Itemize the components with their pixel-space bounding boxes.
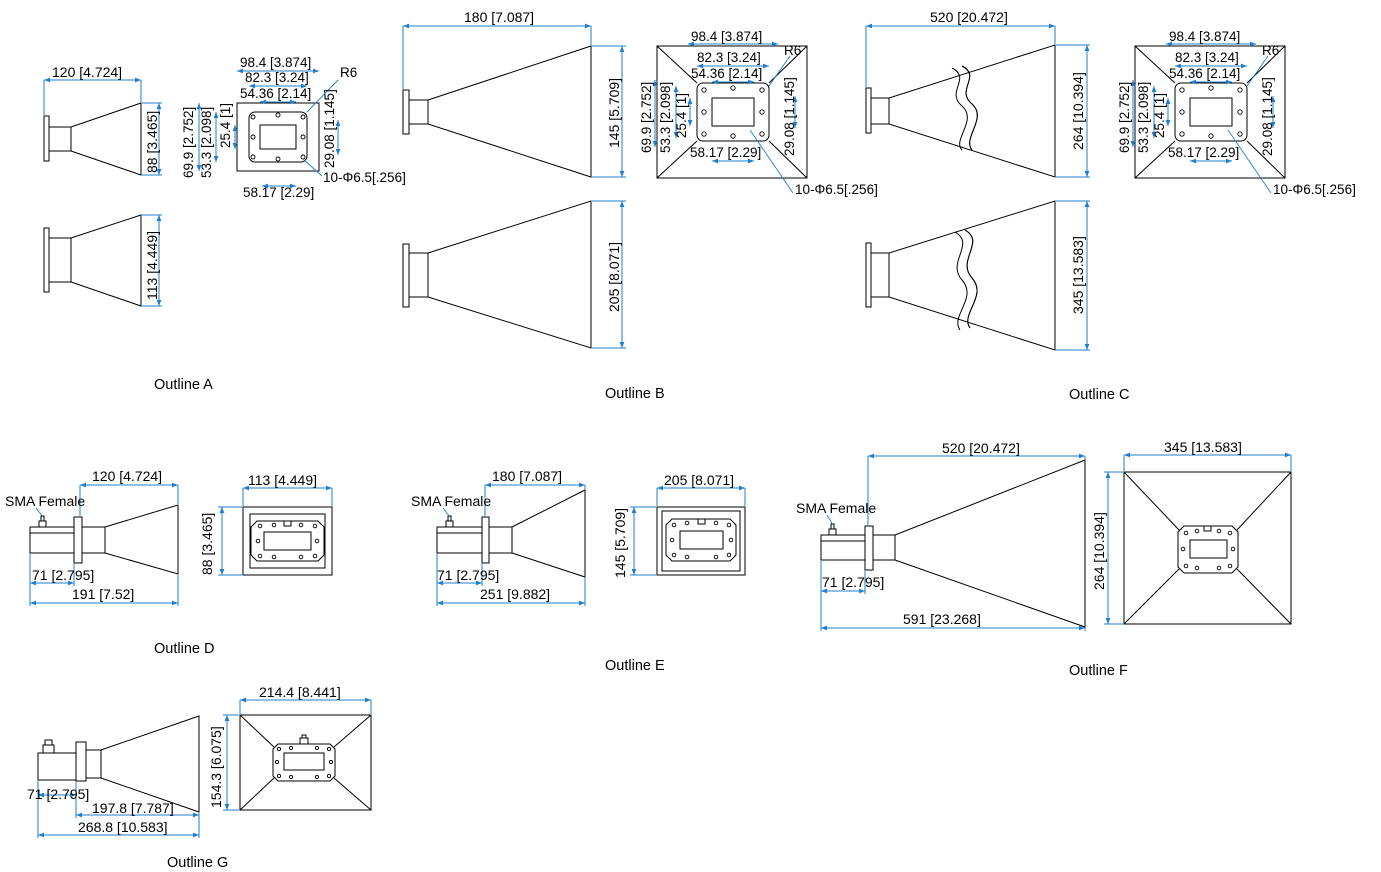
outline-e-connector: SMA Female	[411, 493, 491, 509]
outline-c-length: 520 [20.472]	[930, 9, 1008, 25]
outline-e-total-length: 251 [9.882]	[480, 586, 550, 602]
outline-b-flange-holes: 10-Φ6.5[.256]	[795, 182, 878, 197]
outline-c-height-bottom: 345 [13.583]	[1070, 236, 1086, 314]
outline-g-adapter-length: 71 [2.795]	[27, 786, 89, 802]
outline-a-flange-h-outer: 69.9 [2.752]	[181, 107, 196, 178]
outline-a-caption: Outline A	[154, 377, 213, 393]
outline-d: 120 [4.724] SMA Female 71 [2.795] 191 [7…	[5, 468, 333, 657]
outline-b-flange-radius: R6	[784, 43, 801, 58]
outline-g-front-view: 214.4 [8.441] 154.3 [6.075]	[208, 684, 372, 811]
outline-g-side-view: 71 [2.795] 197.8 [7.787] 268.8 [10.583]	[27, 715, 200, 838]
outline-a-side-view-small: 120 [4.724] 88 [3.465]	[43, 64, 162, 176]
outline-d-caption: Outline D	[154, 641, 214, 657]
outline-c-side-view-small: 520 [20.472] 264 [10.394]	[865, 9, 1090, 178]
outline-b-flange-h-right: 29.08 [1.145]	[782, 77, 797, 156]
outline-c-flange-radius: R6	[1262, 43, 1279, 58]
outline-c: 520 [20.472] 264 [10.394] 345 [13.583]	[865, 9, 1356, 403]
outline-b-flange-h-inner: 25.4 [1]	[674, 93, 689, 138]
outline-d-aperture-width: 113 [4.449]	[248, 472, 317, 488]
outline-c-flange-w-outer: 98.4 [3.874]	[1169, 29, 1240, 44]
outline-a: 120 [4.724] 88 [3.465] 113 [4.449]	[43, 55, 406, 393]
outline-f-caption: Outline F	[1069, 663, 1128, 679]
outline-b-length: 180 [7.087]	[464, 9, 534, 25]
outline-b-flange-w-mid: 82.3 [3.24]	[697, 50, 761, 65]
outline-g-horn-length: 197.8 [7.787]	[92, 800, 174, 816]
outline-e-adapter-length: 71 [2.795]	[437, 567, 499, 583]
outline-e-front-view: 205 [8.071] 145 [5.709]	[612, 472, 746, 578]
outline-f-horn-length: 520 [20.472]	[942, 440, 1020, 456]
outline-d-front-view: 113 [4.449] 88 [3.465]	[199, 472, 333, 576]
outline-c-flange: 98.4 [3.874] 82.3 [3.24] 54.36 [2.14] R6…	[1117, 29, 1356, 197]
outline-e-horn-length: 180 [7.087]	[492, 468, 562, 484]
outline-b-flange-h-outer: 69.9 [2.752]	[639, 82, 654, 153]
outline-d-horn-length: 120 [4.724]	[92, 468, 162, 484]
outline-c-flange-h-inner: 25.4 [1]	[1152, 93, 1167, 138]
outline-c-flange-holes: 10-Φ6.5[.256]	[1273, 182, 1356, 197]
outline-c-flange-h-right: 29.08 [1.145]	[1260, 77, 1275, 156]
outline-a-flange-radius: R6	[340, 65, 357, 80]
outline-e-side-view: 180 [7.087] SMA Female 71 [2.795] 251 [9…	[411, 468, 586, 606]
outline-f-aperture-height: 264 [10.394]	[1091, 512, 1107, 590]
outline-f-total-length: 591 [23.268]	[903, 611, 981, 627]
outline-b-side-view-large: 205 [8.071]	[402, 200, 626, 349]
outline-f-adapter-length: 71 [2.795]	[822, 574, 884, 590]
outline-a-flange-h-right: 29.08 [1.145]	[322, 89, 337, 168]
outline-g-caption: Outline G	[167, 855, 228, 871]
outline-e: 180 [7.087] SMA Female 71 [2.795] 251 [9…	[411, 468, 746, 674]
outline-c-caption: Outline C	[1069, 387, 1129, 403]
outline-b-side-view-small: 180 [7.087] 145 [5.709]	[402, 9, 626, 178]
outline-g-aperture-height: 154.3 [6.075]	[208, 726, 224, 808]
outline-a-flange-w-mid: 82.3 [3.24]	[245, 70, 309, 85]
outline-a-flange: 98.4 [3.874] 82.3 [3.24] 54.36 [2.14] R6…	[181, 55, 406, 200]
outline-c-flange-w-mid: 82.3 [3.24]	[1175, 50, 1239, 65]
outline-d-adapter-length: 71 [2.795]	[32, 567, 94, 583]
outline-d-connector: SMA Female	[5, 493, 85, 509]
outline-d-aperture-height: 88 [3.465]	[199, 513, 215, 575]
outline-a-flange-w-outer: 98.4 [3.874]	[240, 55, 311, 70]
outline-b-height-bottom: 205 [8.071]	[606, 242, 622, 312]
outline-c-flange-w-bottom: 58.17 [2.29]	[1168, 145, 1239, 160]
outline-a-flange-w-bottom: 58.17 [2.29]	[243, 185, 314, 200]
outline-b-flange-w-bottom: 58.17 [2.29]	[690, 145, 761, 160]
outline-e-aperture-width: 205 [8.071]	[664, 472, 734, 488]
outline-e-aperture-height: 145 [5.709]	[612, 508, 628, 578]
outline-f-side-view: 520 [20.472] SMA Female 71 [2.795] 591 […	[796, 440, 1086, 631]
outline-c-flange-w-inner: 54.36 [2.14]	[1169, 66, 1240, 81]
outline-g: 71 [2.795] 197.8 [7.787] 268.8 [10.583] …	[27, 684, 372, 871]
outline-b-caption: Outline B	[605, 386, 665, 402]
outline-f: 520 [20.472] SMA Female 71 [2.795] 591 […	[796, 439, 1292, 679]
outline-a-side-view-large: 113 [4.449]	[43, 214, 162, 307]
outline-a-flange-h-inner: 25.4 [1]	[218, 103, 233, 148]
outline-b-flange-w-outer: 98.4 [3.874]	[691, 29, 762, 44]
outline-b-flange: 98.4 [3.874] 82.3 [3.24] 54.36 [2.14] R6…	[639, 29, 878, 197]
outline-b: 180 [7.087] 145 [5.709] 205 [8.071]	[402, 9, 878, 402]
outline-c-side-view-large: 345 [13.583]	[865, 200, 1090, 351]
outline-a-length: 120 [4.724]	[52, 64, 122, 80]
outline-b-flange-w-inner: 54.36 [2.14]	[691, 66, 762, 81]
outline-g-aperture-width: 214.4 [8.441]	[259, 684, 341, 700]
outline-a-height-bottom: 113 [4.449]	[144, 231, 160, 300]
outline-c-height-top: 264 [10.394]	[1070, 72, 1086, 150]
outline-f-connector: SMA Female	[796, 500, 876, 516]
outline-c-flange-h-mid: 53.3 [2.098]	[1136, 82, 1151, 153]
outline-b-height-top: 145 [5.709]	[606, 78, 622, 148]
outline-c-flange-h-outer: 69.9 [2.752]	[1117, 82, 1132, 153]
outline-d-total-length: 191 [7.52]	[72, 586, 134, 602]
outline-b-flange-h-mid: 53.3 [2.098]	[658, 82, 673, 153]
outline-d-side-view: 120 [4.724] SMA Female 71 [2.795] 191 [7…	[5, 468, 179, 606]
outline-g-total-length: 268.8 [10.583]	[78, 819, 168, 835]
outline-a-flange-w-inner: 54.36 [2.14]	[240, 86, 311, 101]
outline-a-flange-holes: 10-Φ6.5[.256]	[323, 170, 406, 185]
outline-a-flange-h-mid: 53.3 [2.098]	[199, 107, 214, 178]
outline-e-caption: Outline E	[605, 658, 665, 674]
outline-a-height-top: 88 [3.465]	[144, 111, 160, 173]
outline-f-aperture-width: 345 [13.583]	[1164, 439, 1242, 455]
outline-f-front-view: 345 [13.583] 264 [10.394]	[1091, 439, 1292, 625]
